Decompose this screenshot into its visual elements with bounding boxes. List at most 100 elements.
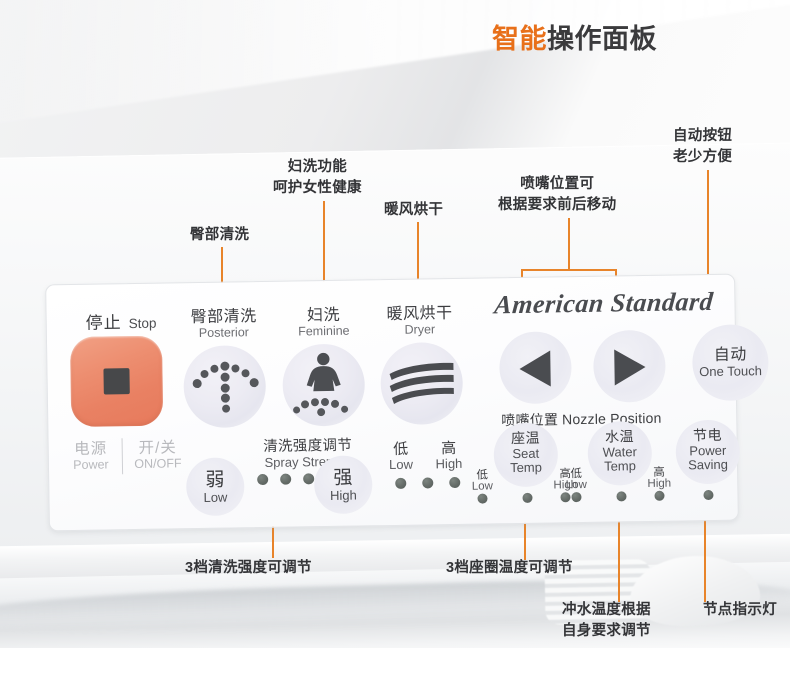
posterior-label: 臀部清洗 Posterior (175, 302, 272, 341)
power-saving-led (703, 489, 714, 501)
dryer-waves-icon (388, 362, 455, 407)
leader-power-saving (704, 470, 706, 602)
callout-seat-temp-3-line1: 3档座圈温度可调节 (446, 560, 573, 576)
spray-led-3 (303, 473, 315, 485)
posterior-spray-icon (191, 359, 259, 420)
power-saving-cn: 节电 (692, 426, 723, 444)
feminine-button[interactable] (282, 343, 366, 427)
callout-seat-temp-3: 3档座圈温度可调节 (446, 558, 573, 579)
leader-feminine (323, 201, 325, 355)
posterior-button[interactable] (183, 344, 267, 429)
callout-water-temp: 冲水温度根据 自身要求调节 (562, 600, 651, 642)
power-label-divider (121, 438, 124, 475)
bottom-white-strip (0, 648, 790, 687)
callout-feminine: 妇洗功能 呵护女性健康 (273, 157, 362, 199)
spray-low-en: Low (203, 489, 228, 506)
callout-water-temp-line2: 自身要求调节 (562, 623, 651, 640)
callout-auto-line2: 老少方便 (673, 149, 733, 166)
seat-temp-led-1 (477, 493, 488, 504)
seat-temp-low-en: Low (471, 480, 493, 493)
dryer-label: 暖风烘干 Dryer (372, 299, 467, 337)
nozzle-right-button[interactable] (592, 329, 667, 403)
dryer-led-2 (422, 477, 434, 489)
dryer-low-label: 低 Low (383, 438, 420, 473)
page-title-rest: 操作面板 (547, 24, 657, 54)
water-temp-high-en: High (647, 477, 672, 490)
spray-high-cn: 强 (333, 467, 354, 489)
stop-square-icon (103, 368, 130, 395)
water-temp-low-label: 低 Low (561, 465, 591, 491)
nozzle-right-arrow-icon (611, 348, 648, 387)
onoff-sublabel-en: ON/OFF (134, 456, 182, 472)
water-temp-led-2 (616, 491, 627, 502)
water-temp-led-1 (571, 492, 582, 503)
brand-logo: American Standard (493, 286, 715, 320)
callout-water-temp-line1: 冲水温度根据 (562, 602, 651, 618)
power-saving-label: 节电 Power Saving (675, 426, 740, 474)
power-saving-en2: Saving (688, 456, 729, 473)
callout-feminine-line2: 呵护女性健康 (273, 180, 362, 197)
callout-dryer-line1: 暖风烘干 (384, 202, 444, 218)
power-sublabel-en: Power (73, 457, 109, 473)
callout-node-indicator-line1: 节点指示灯 (703, 602, 777, 618)
power-sublabel-cn: 电源 (74, 440, 108, 458)
page-title-highlight: 智能 (492, 24, 547, 54)
callout-spray-strength-3-line1: 3档清洗强度可调节 (185, 560, 312, 576)
stop-label-en: Stop (128, 315, 157, 332)
callout-dryer: 暖风烘干 (384, 200, 443, 221)
seat-temp-low-label: 低 Low (467, 466, 497, 493)
leader-spray-stem (272, 521, 274, 558)
auto-label: 自动 One Touch (692, 346, 769, 380)
spray-high-button[interactable]: 强 High (313, 455, 373, 515)
spray-high-en: High (329, 487, 357, 504)
callout-node-indicator: 节点指示灯 (703, 600, 777, 621)
onoff-sublabel: 开/关 ON/OFF (126, 435, 189, 471)
callout-spray-strength-3: 3档清洗强度可调节 (185, 558, 312, 579)
nozzle-left-arrow-icon (517, 349, 554, 388)
feminine-label: 妇洗 Feminine (280, 300, 367, 339)
power-saving-button[interactable]: 节电 Power Saving (675, 419, 741, 485)
leader-water-temp (618, 480, 620, 602)
dryer-led-1 (395, 477, 407, 489)
spray-led-2 (280, 473, 292, 485)
callout-feminine-line1: 妇洗功能 (287, 159, 347, 175)
callout-auto: 自动按钮 老少方便 (673, 126, 732, 168)
spray-low-button[interactable]: 弱 Low (185, 457, 245, 517)
spray-low-cn: 弱 (205, 469, 226, 491)
onoff-sublabel-cn: 开/关 (138, 439, 177, 457)
dryer-button[interactable] (380, 341, 464, 426)
dryer-label-en: Dryer (404, 322, 436, 337)
page-title: 智能操作面板 (492, 17, 657, 56)
feminine-figure-icon (297, 352, 350, 401)
posterior-label-cn: 臀部清洗 (190, 308, 257, 327)
spray-high-label: 强 High (314, 467, 373, 504)
callout-nozzle: 喷嘴位置可 根据要求前后移动 (498, 174, 616, 216)
stop-label-cn: 停止 (85, 313, 122, 333)
power-button[interactable] (69, 335, 164, 428)
dryer-low-en: Low (388, 456, 414, 473)
callout-nozzle-line1: 喷嘴位置可 (520, 176, 595, 192)
water-temp-high-label: 高 High (643, 464, 675, 490)
water-temp-cn: 水温 (604, 428, 635, 445)
nozzle-left-button[interactable] (498, 331, 573, 405)
control-panel: 停止 Stop 电源 Power 开/关 ON/OFF 臀部清洗 Posterio… (45, 273, 770, 532)
dryer-high-label: 高 High (428, 437, 471, 472)
spray-led-1 (257, 473, 269, 486)
feminine-spray-icon (293, 397, 355, 423)
water-temp-led-3 (654, 490, 665, 501)
water-temp-low-en: Low (565, 478, 587, 492)
seat-temp-led-3 (560, 492, 571, 503)
leader-nozzle-stem (568, 218, 570, 270)
power-sublabel: 电源 Power (63, 436, 120, 472)
callout-auto-line1: 自动按钮 (673, 128, 733, 144)
leader-auto (707, 170, 709, 335)
feminine-label-cn: 妇洗 (306, 306, 341, 325)
leader-nozzle-bracket (521, 269, 616, 271)
spray-low-label: 弱 Low (186, 469, 245, 506)
callout-posterior-line1: 臀部清洗 (190, 227, 250, 243)
posterior-label-en: Posterior (198, 325, 250, 341)
seat-temp-cn: 座温 (510, 429, 541, 447)
callout-posterior: 臀部清洗 (190, 225, 249, 246)
auto-label-en: One Touch (699, 363, 762, 380)
